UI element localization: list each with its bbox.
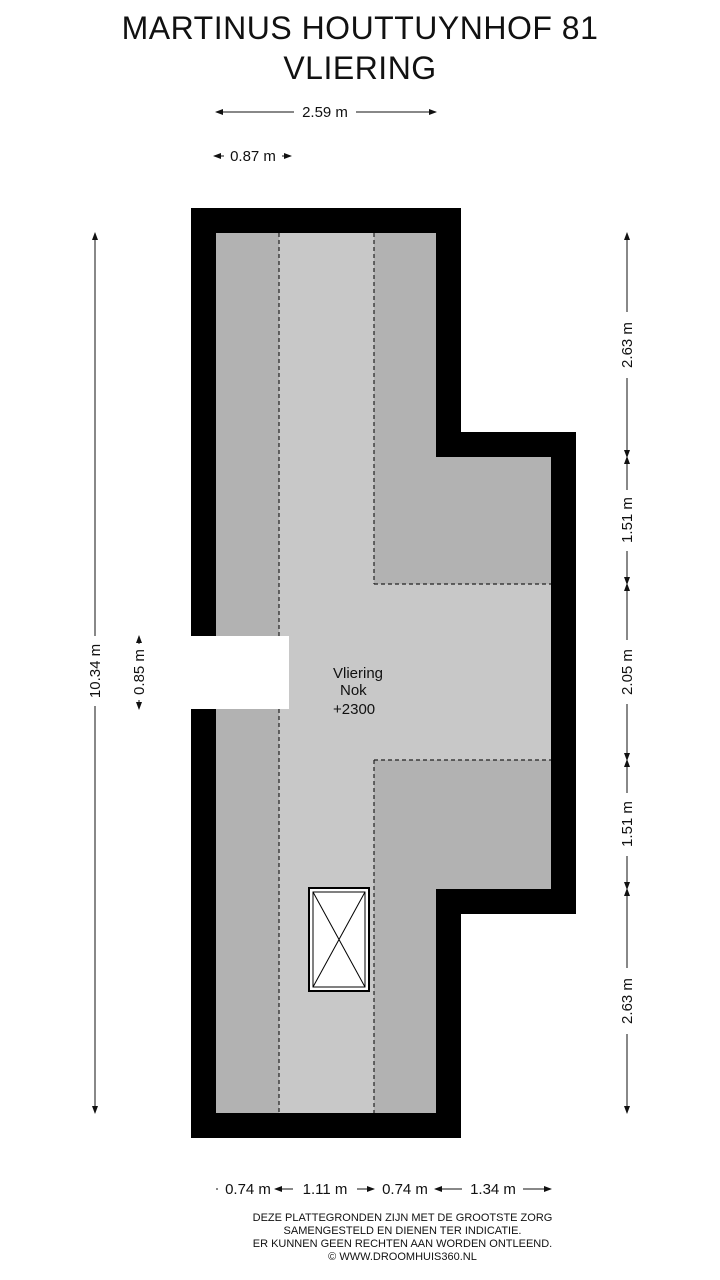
room-label: Nok [340, 682, 367, 699]
attic-hatch-icon [308, 887, 370, 992]
low-zone-right-bottom [374, 760, 551, 1113]
dim-right-3-label: 2.05 m [619, 649, 636, 695]
disclaimer-line-3: ER KUNNEN GEEN RECHTEN AAN WORDEN ONTLEE… [252, 1238, 553, 1250]
dim-right-1-label: 2.63 m [619, 322, 636, 368]
dim-left-total: 10.34 m [87, 232, 104, 1114]
floor-area [216, 233, 551, 1113]
dim-top-width-label: 2.59 m [302, 104, 348, 121]
wall-opening [191, 659, 264, 684]
dim-left-total-label: 10.34 m [87, 644, 104, 698]
room-height: +2300 [333, 701, 375, 718]
dim-top-small-label: 0.87 m [230, 148, 276, 165]
low-zone-left-bottom [216, 709, 279, 1113]
dim-right-2-label: 1.51 m [619, 497, 636, 543]
dim-bottom-3-label: 0.74 m [382, 1181, 428, 1198]
eave-lines [278, 233, 551, 1113]
disclaimer-line-1: DEZE PLATTEGRONDEN ZIJN MET DE GROOTSTE … [252, 1212, 553, 1224]
dim-top-small: 0.87 m [213, 148, 292, 165]
low-zone-right-top [374, 233, 551, 584]
dim-top-width: 2.59 m [215, 104, 437, 121]
dim-bottom-4-label: 1.34 m [470, 1181, 516, 1198]
dim-right-5-label: 2.63 m [619, 978, 636, 1024]
dim-bottom-2-label: 1.11 m [303, 1181, 348, 1198]
dim-right-4-label: 1.51 m [619, 801, 636, 847]
room-name: Vliering [333, 665, 383, 682]
disclaimer: DEZE PLATTEGRONDEN ZIJN MET DE GROOTSTE … [0, 1212, 720, 1264]
dim-bottom-1-label: 0.74 m [225, 1181, 271, 1198]
title-floor: VLIERING [283, 50, 437, 86]
title-address: MARTINUS HOUTTUYNHOF 81 [121, 10, 599, 46]
disclaimer-line-2: SAMENGESTELD EN DIENEN TER INDICATIE. [283, 1225, 522, 1237]
disclaimer-line-4: © WWW.DROOMHUIS360.NL [328, 1251, 477, 1263]
dim-left-gap-label: 0.85 m [131, 649, 148, 695]
low-zone-left-top [216, 233, 279, 636]
dim-left-gap: 0.85 m [131, 635, 148, 710]
